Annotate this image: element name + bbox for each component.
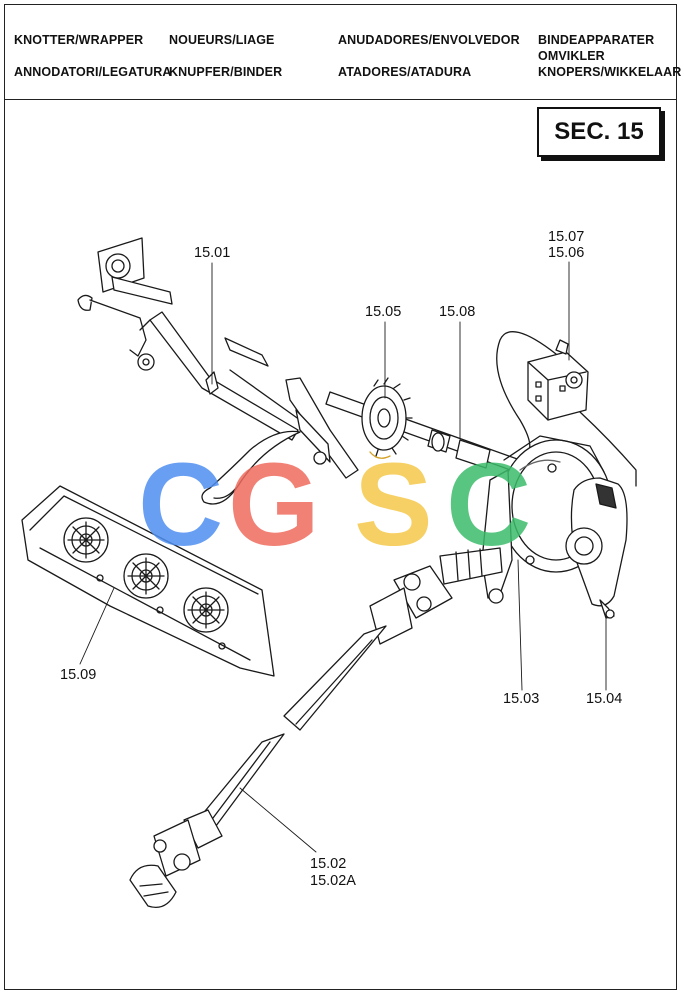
header-col4-line1: BINDEAPPARATER (538, 33, 655, 47)
cover-plate-part-1509 (21, 485, 275, 677)
callout-1504: 15.04 (586, 691, 623, 707)
section-badge: SEC. 15 (537, 107, 661, 157)
gear-wheel-part-1505 (361, 377, 413, 459)
drive-shaft-part-1502 (129, 547, 503, 909)
header-col1-line2: ANNODATORI/LEGATURA (14, 65, 172, 79)
knotter-bracket (201, 377, 359, 505)
cam-arm-part-1504 (565, 477, 628, 619)
sensor-switch-part-1506-1507 (496, 331, 637, 487)
header-col4-line3: KNOPERS/WIKKELAAR (538, 65, 682, 79)
page-frame (4, 4, 677, 990)
callout-1509: 15.09 (60, 667, 97, 683)
callout-1508: 15.08 (439, 304, 476, 320)
knotter-frame-part-1501 (77, 237, 301, 441)
watermark-letter-3: S (354, 439, 433, 571)
watermark-letter-4: C (446, 439, 532, 571)
header-bar: KNOTTER/WRAPPER ANNODATORI/LEGATURA NOUE… (4, 4, 681, 100)
header-col2-line1: NOUEURS/LIAGE (169, 33, 275, 47)
header-col3-line2: ATADORES/ATADURA (338, 65, 472, 79)
watermark-letter-1: C (138, 439, 224, 571)
callout-1505: 15.05 (365, 304, 402, 320)
leader-lines (79, 261, 607, 853)
callout-1501: 15.01 (194, 245, 231, 261)
header-col2-line2: KNUPFER/BINDER (169, 65, 283, 79)
callout-1502a: 15.02A (310, 873, 356, 889)
header-col4-line2: OMVIKLER (538, 49, 605, 63)
callout-1506: 15.06 (548, 245, 585, 261)
watermark-letter-2: G (228, 439, 320, 571)
header-col3-line1: ANUDADORES/ENVOLVEDOR (338, 33, 520, 47)
callout-1503: 15.03 (503, 691, 540, 707)
header-col1-line1: KNOTTER/WRAPPER (14, 33, 144, 47)
callout-1507: 15.07 (548, 229, 585, 245)
callout-1502: 15.02 (310, 856, 347, 872)
